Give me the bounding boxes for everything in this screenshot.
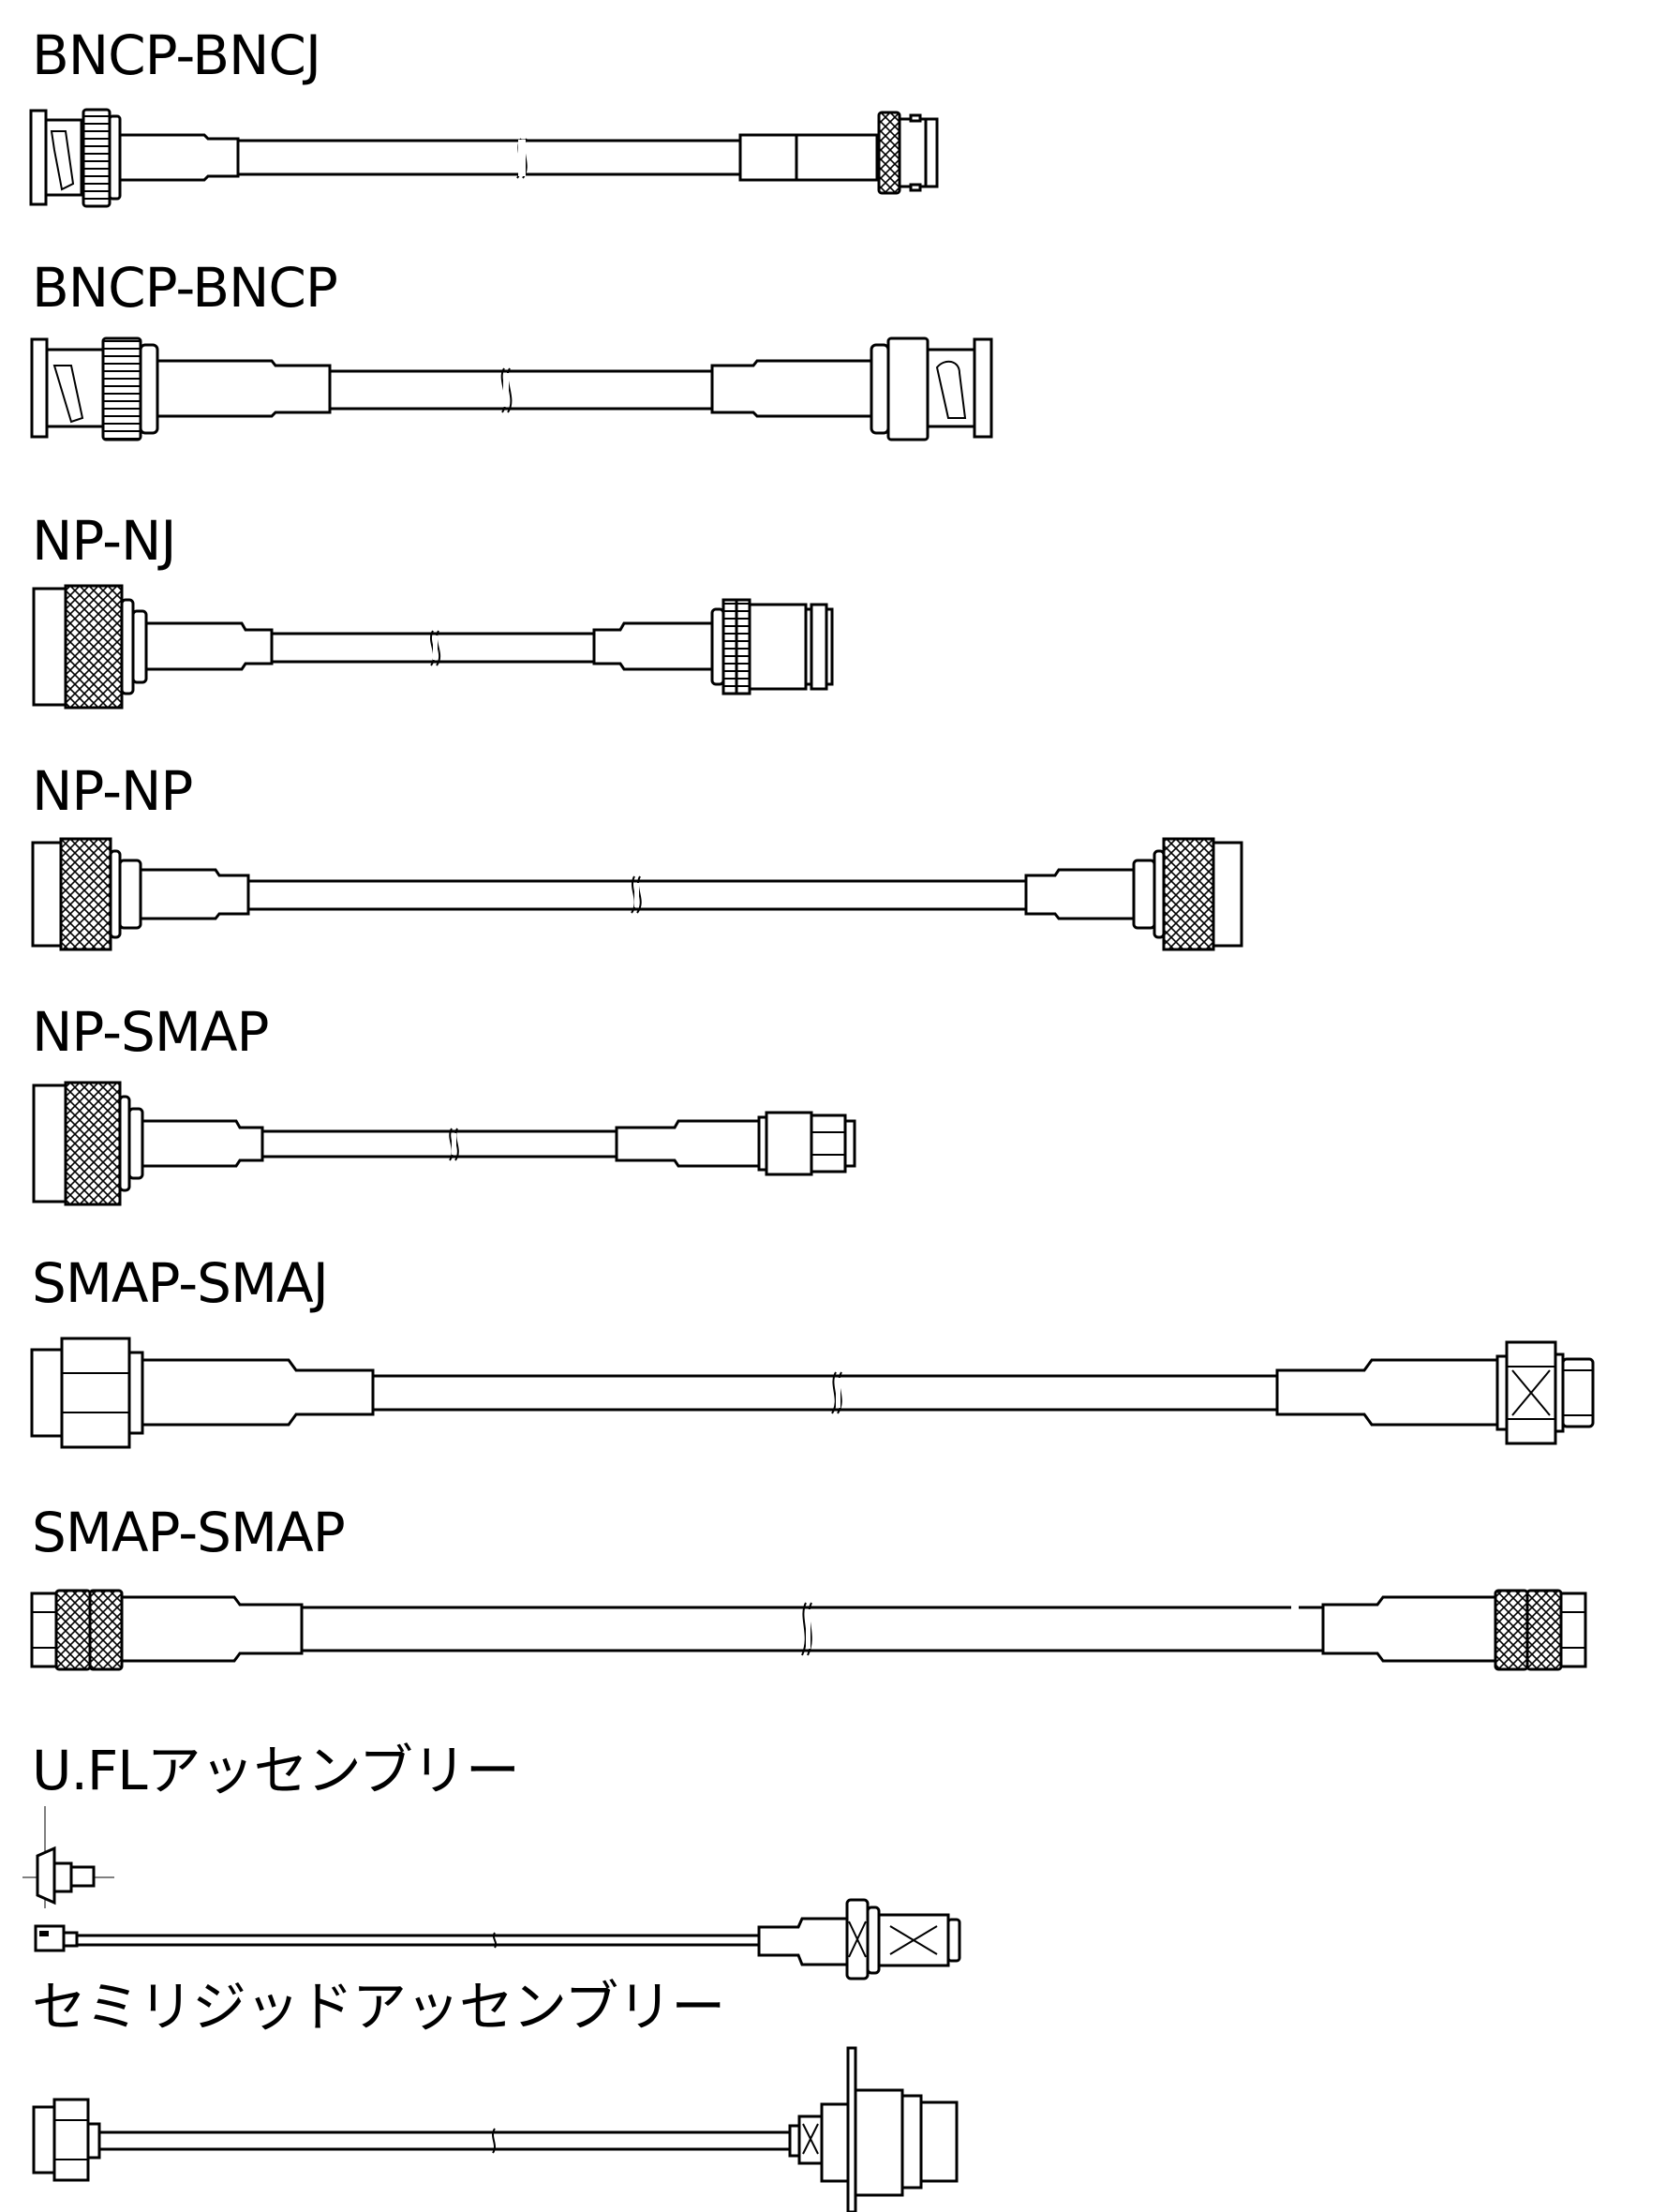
cable-strain-relief	[120, 1595, 304, 1663]
assembly-label: NP-SMAP	[32, 1000, 270, 1064]
sma-plug-connector	[757, 1111, 856, 1176]
cable-assembly-drawing	[30, 336, 993, 441]
assembly-label: U.FLアッセンブリー	[32, 1739, 520, 1802]
sma-plug-connector	[32, 2098, 101, 2182]
assembly-label: NP-NJ	[32, 509, 177, 573]
cable-strain-relief	[118, 133, 240, 182]
n-jack-connector	[710, 598, 834, 695]
cable-strain-relief	[1275, 1358, 1499, 1427]
cable-strain-relief	[141, 1358, 375, 1427]
assembly-label: SMAP-SMAJ	[32, 1251, 329, 1315]
cable-strain-relief	[710, 359, 873, 418]
n-plug-connector	[1132, 837, 1243, 951]
cable-strain-relief	[738, 133, 798, 182]
cable-strain-relief	[144, 621, 274, 671]
cable-assembly-drawing	[32, 2046, 959, 2212]
u-fl-plug-connector	[34, 1924, 79, 1952]
cable-strain-relief	[141, 1119, 264, 1168]
sma-jack-connector	[1495, 1340, 1595, 1445]
sma-plug-connector	[30, 1337, 144, 1449]
panel-mount-jack-connector	[788, 2046, 959, 2212]
sma-plug-connector	[1494, 1589, 1587, 1671]
assembly-label: BNCP-BNCP	[32, 256, 338, 320]
cable	[328, 367, 714, 413]
cable	[75, 1932, 761, 1949]
cable-strain-relief	[615, 1119, 761, 1168]
cable	[246, 875, 1028, 914]
cable	[260, 1128, 618, 1161]
cable-assembly-drawing	[30, 1337, 1595, 1449]
cable	[270, 630, 596, 666]
cable-strain-relief	[592, 621, 714, 671]
bnc-plug-connector	[870, 336, 993, 441]
cable	[236, 138, 742, 179]
cable-assembly-drawing	[22, 1806, 961, 1980]
bnc-jack-connector	[795, 111, 939, 195]
cable-assembly-drawing	[32, 584, 834, 710]
assembly-label: BNCP-BNCJ	[32, 23, 321, 87]
cable-strain-relief	[1321, 1595, 1497, 1663]
semi-rigid-cable	[97, 2128, 800, 2154]
assembly-label: セミリジッドアッセンブリー	[32, 1975, 725, 2039]
n-plug-connector	[31, 837, 142, 951]
cable-assembly-drawing	[30, 1589, 1587, 1671]
cable-strain-relief	[1024, 868, 1136, 920]
cable	[371, 1371, 1279, 1414]
cable-strain-relief	[757, 1917, 849, 1966]
sma-plug-connector	[30, 1589, 124, 1671]
cable-strain-relief	[139, 868, 250, 920]
bulkhead-jack-connector	[845, 1898, 961, 1980]
cable	[300, 1602, 1325, 1656]
n-plug-connector	[32, 584, 148, 710]
cable-strain-relief	[156, 359, 332, 418]
bnc-plug-connector	[29, 108, 122, 208]
n-plug-connector	[32, 1081, 144, 1206]
cable-assembly-drawing	[29, 108, 939, 208]
assembly-label: NP-NP	[32, 759, 193, 823]
assembly-label: SMAP-SMAP	[32, 1501, 346, 1564]
u-fl-plug-detail	[22, 1806, 114, 1908]
bnc-plug-connector	[30, 336, 159, 441]
cable-assembly-drawing	[32, 1081, 856, 1206]
cable-assembly-drawing	[31, 837, 1243, 951]
